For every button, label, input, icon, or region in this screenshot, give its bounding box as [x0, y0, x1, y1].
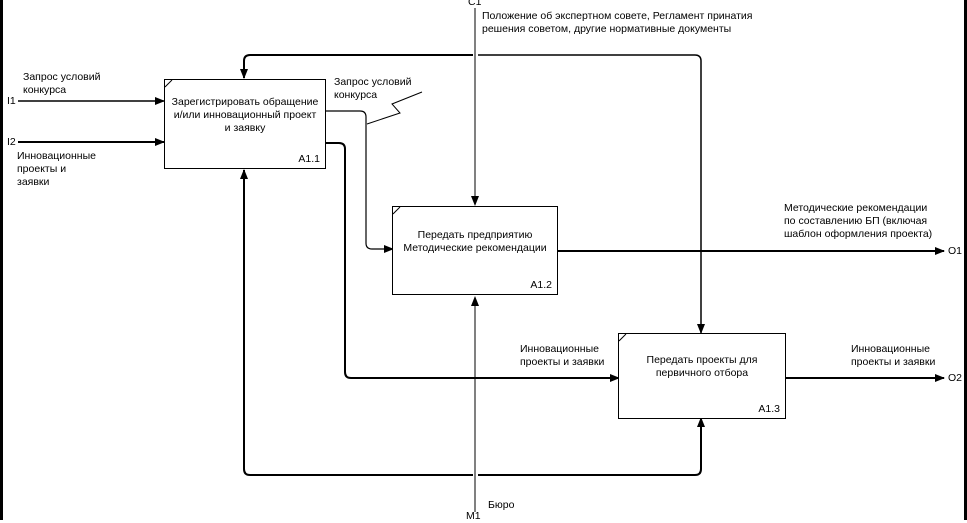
label-o2: Инновационные проекты и заявки [851, 343, 936, 368]
activity-box-a1-3[interactable]: Передать проекты для первичного отбора A… [618, 333, 786, 419]
arrow-m1-to-a13[interactable] [478, 417, 705, 476]
box-number: A1.3 [758, 403, 780, 415]
label-o1: Методические рекомендации по составлению… [784, 202, 933, 240]
activity-box-a1-2[interactable]: Передать предприятию Методические рекоме… [392, 206, 558, 295]
box-title-line: и/или инновационный проект [173, 109, 317, 121]
activity-box-a1-1[interactable]: Зарегистрировать обращение и/или инновац… [164, 79, 326, 169]
box-number: A1.2 [530, 279, 552, 291]
code-o1: O1 [948, 245, 963, 257]
label-squiggle [366, 91, 423, 125]
arrow-m1-to-a11[interactable] [240, 169, 473, 476]
box-title-line: Передать предприятию [417, 229, 533, 241]
corner-mark [393, 207, 401, 215]
code-c1: C1 [468, 0, 482, 8]
label-a11-to-a13: Инновационные проекты и заявки [520, 343, 605, 368]
code-o2: O2 [948, 372, 963, 384]
arrow-c1-to-a13[interactable] [478, 54, 705, 334]
label-m1: Бюро [488, 499, 515, 511]
box-title-line: Передать проекты для [646, 354, 758, 366]
corner-mark [165, 80, 173, 88]
label-i1: Запрос условий конкурса [23, 71, 101, 96]
arrow-a11-to-a13[interactable] [325, 142, 620, 382]
box-title-line: и заявку [224, 122, 266, 134]
box-title-line: Методические рекомендации [403, 242, 547, 254]
code-i1: I1 [7, 95, 16, 107]
code-i2: I2 [7, 136, 16, 148]
box-title-line: первичного отбора [655, 367, 749, 379]
corner-mark [619, 334, 627, 342]
arrow-c1-to-a11[interactable] [240, 54, 473, 79]
label-i2: Инновационные проекты и заявки [17, 150, 96, 188]
right-border [964, 0, 967, 520]
left-border [0, 0, 3, 520]
box-number: A1.1 [298, 153, 320, 165]
box-title-line: Зарегистрировать обращение [171, 96, 319, 108]
label-c1: Положение об экспертном совете, Регламен… [482, 10, 753, 35]
code-m1: M1 [466, 510, 481, 522]
label-a11-to-a12: Запрос условий конкурса [334, 76, 412, 101]
arrow-a11-to-a12[interactable] [325, 110, 394, 253]
